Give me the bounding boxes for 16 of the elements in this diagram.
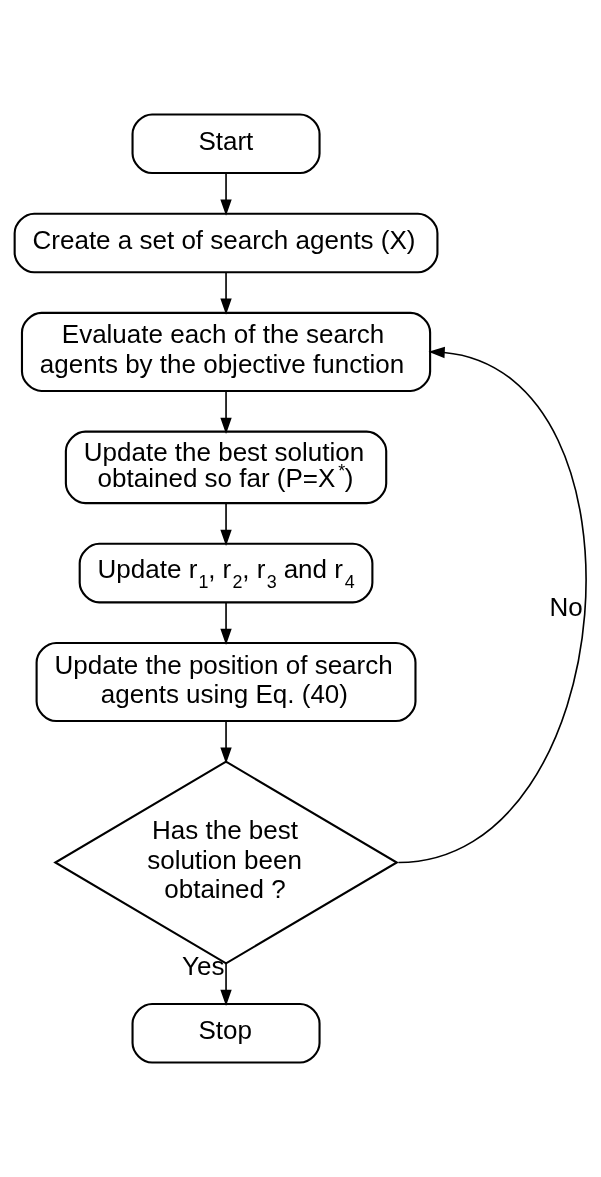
node-box: Evaluate each of the search agents by the objective function [20, 311, 432, 392]
edge-label: No [549, 592, 583, 623]
node-box: Start [131, 113, 321, 175]
node-box: Update the position of search agents using Eq. (40) [35, 641, 417, 723]
arrow [220, 720, 232, 764]
node-box: Create a set of search agents (X) [13, 212, 439, 274]
arrow [220, 172, 232, 216]
arrow [220, 601, 232, 645]
node-box: Update r$_{1}$, r$_{2}$, r$_{3}$ and r$_{4}$ [78, 542, 374, 604]
node-box: Stop [131, 1002, 321, 1064]
arrow [220, 271, 232, 315]
arrow [220, 962, 232, 1007]
arrow [397, 346, 586, 864]
arrow [220, 390, 232, 434]
arrow [220, 502, 232, 547]
node-box: Update the best solution obtained so far (P=X$^{*}$) [64, 430, 388, 505]
